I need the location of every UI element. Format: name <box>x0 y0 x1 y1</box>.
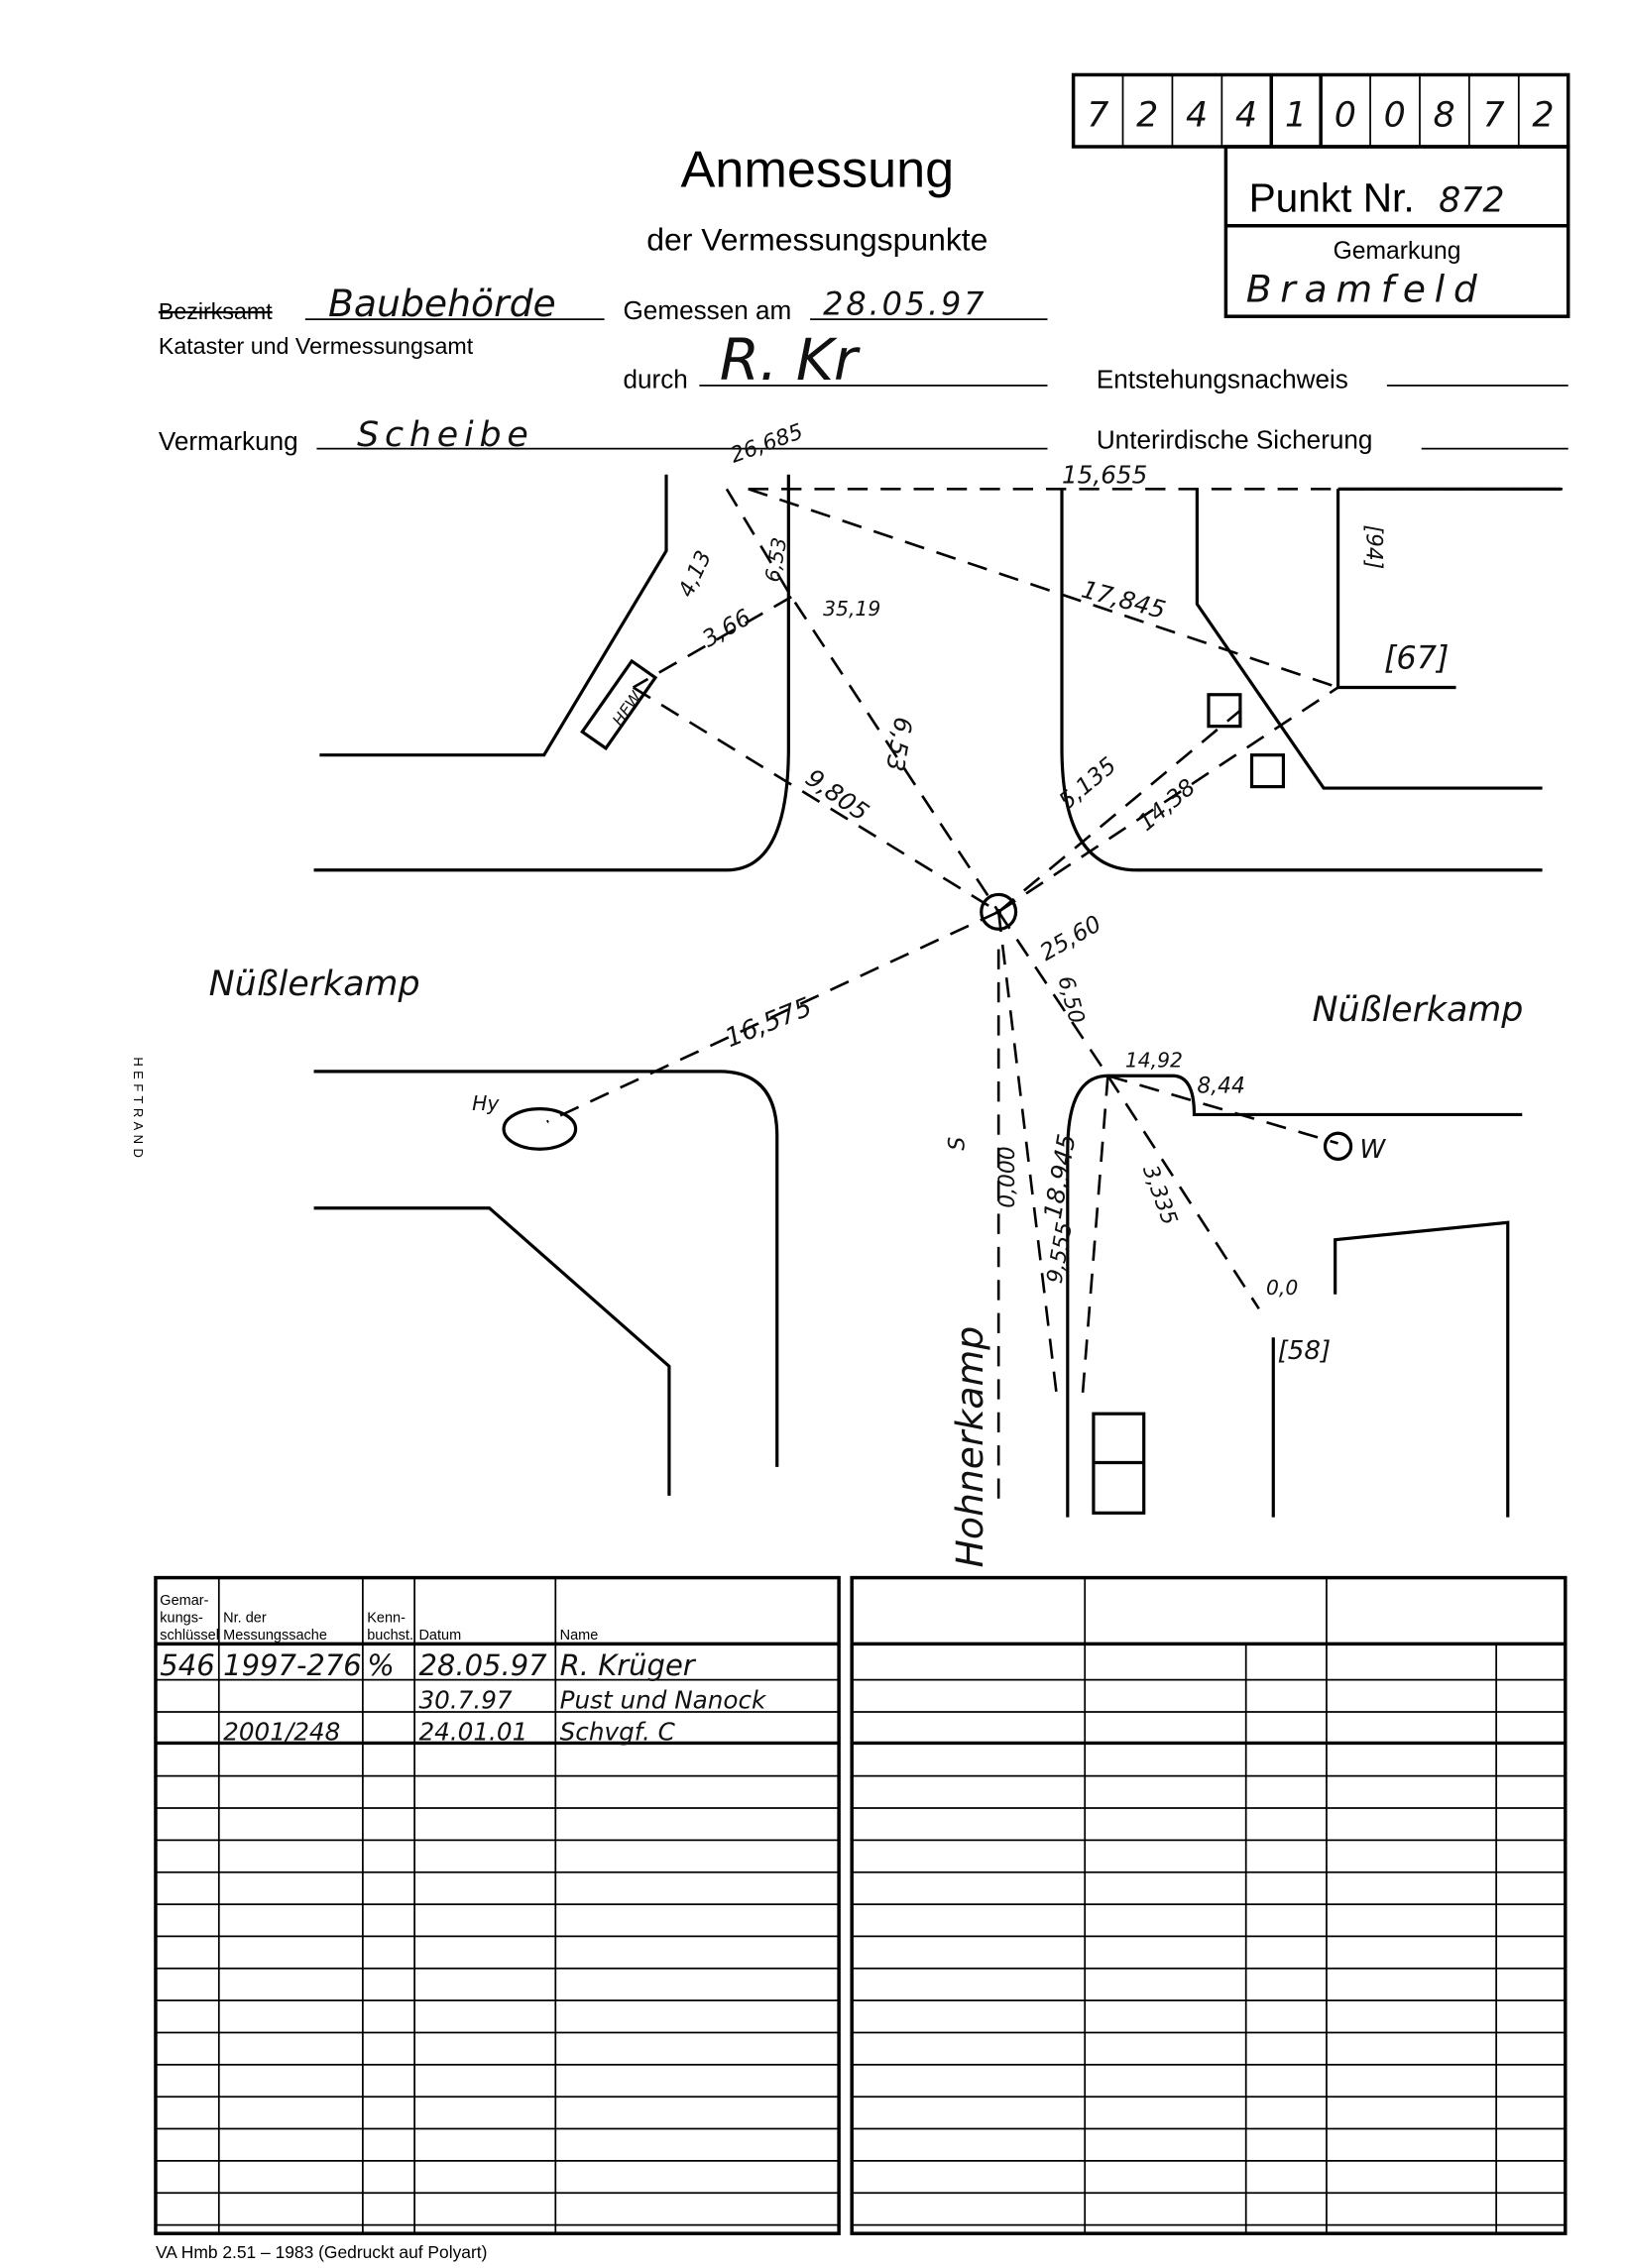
id-digit: 1 <box>1285 96 1307 136</box>
header-fields: Bezirksamt Baubehörde Kataster und Verme… <box>159 282 1568 456</box>
column-header: Name <box>560 1628 599 1644</box>
durch-signature: R. Kr <box>720 326 861 394</box>
measure-label: 0,0 <box>1266 1276 1298 1300</box>
column-header: Datum <box>418 1628 461 1644</box>
measure-label: 3,335 <box>1137 1162 1182 1228</box>
vermarkung-label: Vermarkung <box>159 426 298 456</box>
house-number: [67] <box>1384 639 1450 677</box>
survey-sketch: 26,685 15,655 17,845 4,13 6,53 3,66 35,1… <box>209 419 1568 1567</box>
form-title: Anmessung <box>680 142 954 199</box>
water-label: W <box>1359 1135 1386 1165</box>
table-cell: 1997-276 <box>223 1648 362 1682</box>
house-number: [94] <box>1361 525 1386 570</box>
table-cell: 546 <box>160 1648 214 1682</box>
measure-label: 4,13 <box>674 547 717 601</box>
column-header: Nr. der <box>223 1611 267 1627</box>
measure-label: 6,53 <box>880 715 918 773</box>
vermarkung-value: Scheibe <box>357 415 534 455</box>
table-cell: Pust und Nanock <box>560 1686 767 1715</box>
measure-label: 18,945 <box>1038 1132 1082 1221</box>
table-cell: 24.01.01 <box>418 1718 527 1747</box>
column-header: Gemar- <box>160 1593 208 1609</box>
measure-label: 14,38 <box>1133 773 1201 836</box>
id-digit: 4 <box>1186 96 1208 136</box>
gemarkung-value: Bramfeld <box>1246 268 1486 311</box>
column-header: buchst. <box>367 1628 413 1644</box>
column-header: schlüssel <box>160 1628 219 1644</box>
table-cell: 30.7.97 <box>418 1686 512 1715</box>
footer-note: VA Hmb 2.51 – 1983 (Gedruckt auf Polyart… <box>156 2242 487 2262</box>
house-number: [58] <box>1278 1336 1332 1366</box>
bezirksamt-label: Bezirksamt <box>159 298 273 324</box>
column-header: kungs- <box>160 1611 203 1627</box>
table-cell: R. Krüger <box>560 1648 697 1682</box>
measure-label: 26,685 <box>727 419 806 469</box>
measure-label: 15,655 <box>1062 460 1147 489</box>
sicherung-label: Unterirdische Sicherung <box>1097 425 1373 455</box>
id-digit: 7 <box>1482 96 1504 136</box>
measure-label: 9,555 <box>1043 1220 1078 1286</box>
table-cell: 28.05.97 <box>418 1648 547 1682</box>
hydrant-symbol <box>502 1107 578 1151</box>
bezirksamt-value: Baubehörde <box>328 282 556 325</box>
punkt-box: Punkt Nr. 872 Gemarkung Bramfeld <box>1223 145 1570 318</box>
id-digit: 2 <box>1532 96 1554 136</box>
id-digit: 0 <box>1384 96 1406 136</box>
measure-label: 16,575 <box>721 992 816 1054</box>
table-cell: % <box>367 1648 395 1682</box>
id-digit: 0 <box>1335 96 1356 136</box>
id-digit: 7 <box>1087 96 1108 136</box>
gemessen-label: Gemessen am <box>623 295 791 325</box>
measure-label: 6,50 <box>1052 973 1089 1026</box>
survey-point-marker <box>980 892 1018 931</box>
street-name: Nüßlerkamp <box>209 964 420 1004</box>
kataster-label: Kataster und Vermessungsamt <box>159 333 474 359</box>
records-table-right <box>850 1575 1568 2235</box>
heftrand-label: HEFTRAND <box>131 1057 146 1162</box>
durch-label: durch <box>623 365 687 395</box>
gemarkung-label: Gemarkung <box>1334 238 1461 265</box>
column-header: Messungssache <box>223 1628 327 1644</box>
punkt-label: Punkt Nr. <box>1249 174 1415 220</box>
hydrant-label: Hy <box>472 1091 500 1115</box>
street-name: Hohnerkamp <box>948 1326 991 1568</box>
measure-label: 35,19 <box>823 597 880 621</box>
measure-label: 25,60 <box>1035 910 1105 966</box>
id-digit: 2 <box>1136 96 1158 136</box>
id-digit: 4 <box>1235 96 1257 136</box>
measure-label: 9,805 <box>800 763 873 827</box>
entstehung-label: Entstehungsnachweis <box>1097 365 1348 395</box>
measure-label: 14,92 <box>1125 1049 1183 1073</box>
gemessen-value: 28.05.97 <box>823 285 987 323</box>
measure-label: 17,845 <box>1079 575 1169 624</box>
table-cell: 2001/248 <box>223 1718 340 1747</box>
punkt-value: 872 <box>1439 180 1504 220</box>
measure-label: 6,53 <box>760 535 791 584</box>
measure-label: 3,66 <box>698 604 755 652</box>
table-cell: Schvgf. C <box>560 1718 676 1747</box>
form-subtitle: der Vermessungspunkte <box>646 221 987 257</box>
measure-label: 0,000 <box>995 1146 1020 1207</box>
street-name: Nüßlerkamp <box>1312 990 1523 1030</box>
column-header: Kenn- <box>367 1611 406 1627</box>
id-digit: 8 <box>1434 96 1455 136</box>
measure-label: S <box>945 1137 970 1151</box>
measure-label: 8,44 <box>1197 1075 1244 1099</box>
